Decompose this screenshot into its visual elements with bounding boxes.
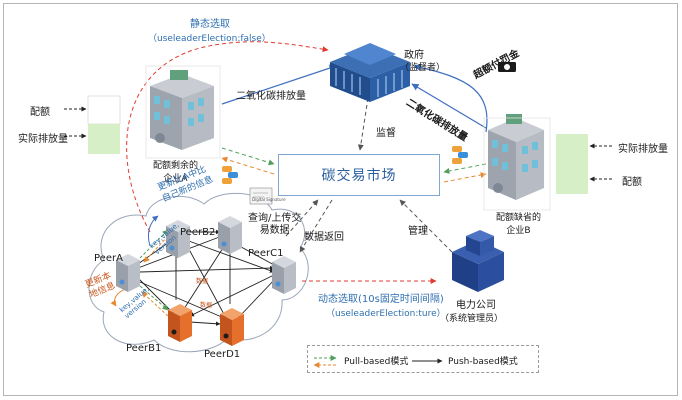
power-company-role-label: （系统管理员） — [440, 314, 504, 324]
government-role-label: （监督者） — [400, 63, 446, 73]
peer-d1-label: PeerD1 — [204, 349, 241, 360]
coin-stack-icon-a — [222, 166, 238, 184]
peer-a-label: PeerA — [94, 253, 123, 264]
power-company-building-icon — [452, 230, 504, 292]
query-upload-label: 查询/上传交 易数据 — [248, 213, 302, 236]
quota-left-label: 配额 — [30, 107, 50, 118]
digital-signature-card-icon — [249, 187, 273, 205]
enterprise-b-frame — [483, 117, 551, 211]
data-return-label: 数据返回 — [304, 232, 344, 243]
quota-bar-right — [556, 160, 588, 194]
peer-network-cloud — [88, 192, 309, 353]
server-peer-a-icon — [116, 254, 140, 292]
enterprise-b-label: 配额缺省的 企业B — [496, 213, 542, 236]
small-tag-upper: 数据 — [196, 278, 209, 285]
carbon-market-hub: 碳交易市场 — [278, 154, 440, 196]
enterprise-a-building-icon — [150, 70, 214, 150]
static-selection-title: 静态选取 — [190, 19, 230, 30]
actual-right-label: 实际排放量 — [618, 144, 668, 155]
government-label: 政府 — [404, 50, 424, 61]
supervise-label: 监督 — [376, 128, 396, 139]
legend-pull-label: Pull-based模式 — [344, 357, 409, 367]
coin-stack-icon-b — [452, 146, 468, 164]
digital-signature-label: Digital Signature — [252, 197, 286, 202]
server-peer-b2-icon — [166, 220, 190, 258]
small-tag-lower: 数据 — [200, 302, 213, 309]
peer-b2-label: PeerB2 — [180, 227, 216, 238]
dynamic-selection-param: （useleaderElection:ture） — [326, 309, 446, 319]
quota-right-label: 配额 — [622, 177, 642, 188]
server-peer-d1-icon — [220, 308, 244, 346]
peer-b1-label: PeerB1 — [126, 343, 162, 354]
carbon-market-label: 碳交易市场 — [321, 168, 397, 184]
static-selection-arrow — [126, 41, 329, 233]
power-company-label: 电力公司 — [456, 300, 496, 311]
static-selection-param: （useleaderElection:false） — [148, 34, 271, 44]
server-peer-c1-icon — [272, 256, 296, 294]
actual-left-label: 实际排放量 — [18, 134, 68, 145]
dynamic-selection-title: 动态选取(10s固定时间间隔) — [318, 294, 444, 305]
manage-label: 管理 — [408, 226, 428, 237]
legend-push-label: Push-based模式 — [448, 357, 518, 367]
co2-left-label: 二氧化碳排放量 — [236, 91, 306, 102]
quota-bar-left — [87, 95, 121, 125]
legend-box: Pull-based模式 Push-based模式 — [307, 345, 539, 373]
actual-bar-left — [88, 124, 120, 154]
money-icon — [498, 62, 516, 72]
enterprise-a-label: 配额剩余的 企业A — [153, 161, 199, 184]
enterprise-a-frame — [145, 65, 221, 159]
enterprise-b-building-icon — [488, 114, 544, 200]
server-peer-b1-icon — [168, 304, 192, 342]
government-building-icon — [330, 43, 410, 102]
peer-c1-label: PeerC1 — [248, 248, 284, 259]
server-peer-b2b-icon — [218, 216, 242, 254]
actual-bar-right — [556, 134, 588, 160]
diagram-frame — [3, 3, 678, 396]
